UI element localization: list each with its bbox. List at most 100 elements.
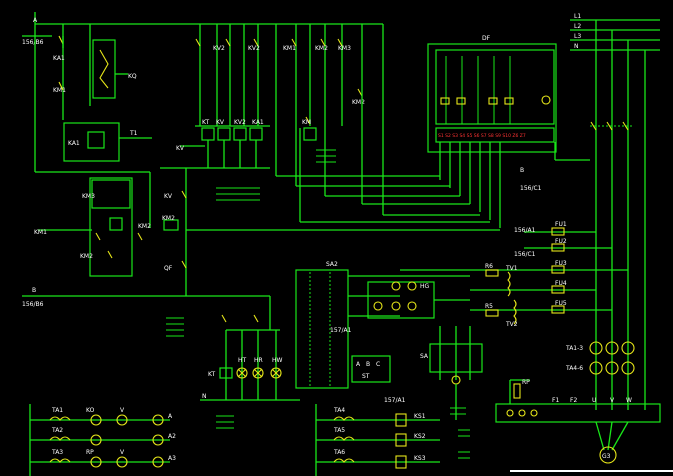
label-st: ST [362,373,370,380]
label-fu1: FU1 [555,221,567,228]
label-kt-lamp: KT [208,371,215,378]
label-fu4: FU4 [555,280,567,287]
label-km2-right: KM2 [138,223,151,230]
label-ka-block: KA1 [68,140,80,147]
label-fu5: FU5 [555,300,567,307]
label-a2: A2 [168,433,176,440]
label-l1: L1 [574,13,581,20]
sa2-st-block: SA2 A B C ST 157/A1 157/A1 [295,261,470,404]
label-gen: G3 [602,453,611,460]
ladder-ticks [166,149,336,337]
label-km2-left: KM2 [80,253,93,260]
label-km2: KM2 [315,45,328,52]
bottom-middle-row: TA4 TA5 TA6 KS1 KS2 KS3 [315,404,470,476]
label-n: N [574,43,579,50]
label-st-b: B [366,361,370,368]
label-st-a: A [356,361,361,368]
bus-b-label: B [32,287,36,294]
label-ks1: KS1 [414,413,426,420]
label-kq: KQ [128,73,137,80]
relay-row: KT KV KV2 KA1 KV [160,119,317,169]
label-kv2b: KV2 [248,45,260,52]
label-t1: T1 [129,130,138,137]
label-hr: HR [254,357,263,364]
label-df: DF [482,35,491,42]
label-ko: KO [86,407,95,414]
label-rp-bottom: RP [86,449,94,456]
generator: F1 F2 U V W G3 RP [495,379,661,464]
bottom-left-row: TA1 TA2 TA3 KO V V A A2 A3 RP [29,404,176,476]
label-hw: HW [272,357,283,364]
label-kv-mid: KV [164,193,173,200]
label-ref-a1: 156/A1 [514,227,536,234]
label-ta2: TA2 [51,427,63,434]
label-n-lamp: N [202,393,207,400]
label-ta4: TA4 [333,407,345,414]
meter-block: HG R6 R5 TV1 TV2 [367,263,518,328]
bus-b: B 156/B6 [22,287,271,330]
label-ta4-6: TA4-6 [565,365,583,372]
df-wiring [275,80,590,231]
bus-b-ref: 156/B6 [22,301,44,308]
label-ta1: TA1 [51,407,63,414]
label-kv1: KV [216,119,225,126]
label-a3: A3 [168,455,176,462]
label-km1-left: KM1 [34,229,47,236]
label-kv-small: KV [176,145,185,152]
current-transformers: TA1-3 TA4-6 [565,341,635,375]
label-kv2-row: KV2 [234,119,246,126]
label-ref-157a: 157/A1 [384,397,406,404]
left-coil-group: KM1 KM3 KM2 KM2 [34,24,151,277]
box-df: DF S1 S2 S3 S4 S5 S6 S7 S8 S9 S10 Z6 Z7 … [427,35,557,192]
label-fu3: FU3 [555,260,567,267]
label-km1b: KM1 [283,45,296,52]
three-phase-bus: L1 L2 L3 N [570,13,660,410]
label-v: V [610,397,615,404]
bus-a-label: A [33,17,38,24]
label-v2: V [120,449,125,456]
contacts-top [58,35,363,125]
label-ka1: KA1 [53,55,65,62]
label-hg: HG [420,283,430,290]
label-kt: KT [202,119,209,126]
label-l2: L2 [574,23,581,30]
df-terminals: S1 S2 S3 S4 S5 S6 S7 S8 S9 S10 Z6 Z7 [438,133,526,139]
label-ref-157b: 157/A1 [330,327,352,334]
label-qf: QF [164,265,173,272]
label-km: KM [302,119,311,126]
label-r6: R6 [485,263,493,270]
label-u: U [592,397,596,404]
label-kv2: KV2 [213,45,225,52]
label-v1: V [120,407,125,414]
label-ta5: TA5 [333,427,345,434]
white-rule [510,470,673,472]
label-fu2: FU2 [555,238,567,245]
label-ht: HT [238,357,247,364]
label-tv1: TV1 [505,265,518,272]
label-f1: F1 [552,397,559,404]
bus-a-ref: 156/B6 [22,39,44,46]
bus-a-risers [62,24,384,215]
label-km3-left: KM3 [82,193,95,200]
relay-ka-block: KA1 T1 [63,122,152,162]
label-ta3: TA3 [51,449,63,456]
label-ks2: KS2 [414,433,426,440]
top-labels: KA1 KM1 KV2 KV2 KM1 KM2 KM3 KM2 KM [53,45,365,126]
label-sa2: SA2 [326,261,338,268]
label-km1-top: KM1 [53,87,66,94]
sa-lower-block: SA [420,326,483,420]
lamp-row: KT HT HR HW N [200,314,300,429]
label-a1: A [168,413,173,420]
label-ta1-3: TA1-3 [565,345,583,352]
label-tv2: TV2 [505,321,518,328]
label-st-c: C [376,361,380,368]
label-df-ref: 156/C1 [520,185,542,192]
label-km3: KM3 [338,45,351,52]
bus-a: A 156/B6 [22,12,383,46]
label-w: W [626,397,632,404]
label-r5: R5 [485,303,493,310]
label-f2: F2 [570,397,577,404]
label-ta6: TA6 [333,449,345,456]
